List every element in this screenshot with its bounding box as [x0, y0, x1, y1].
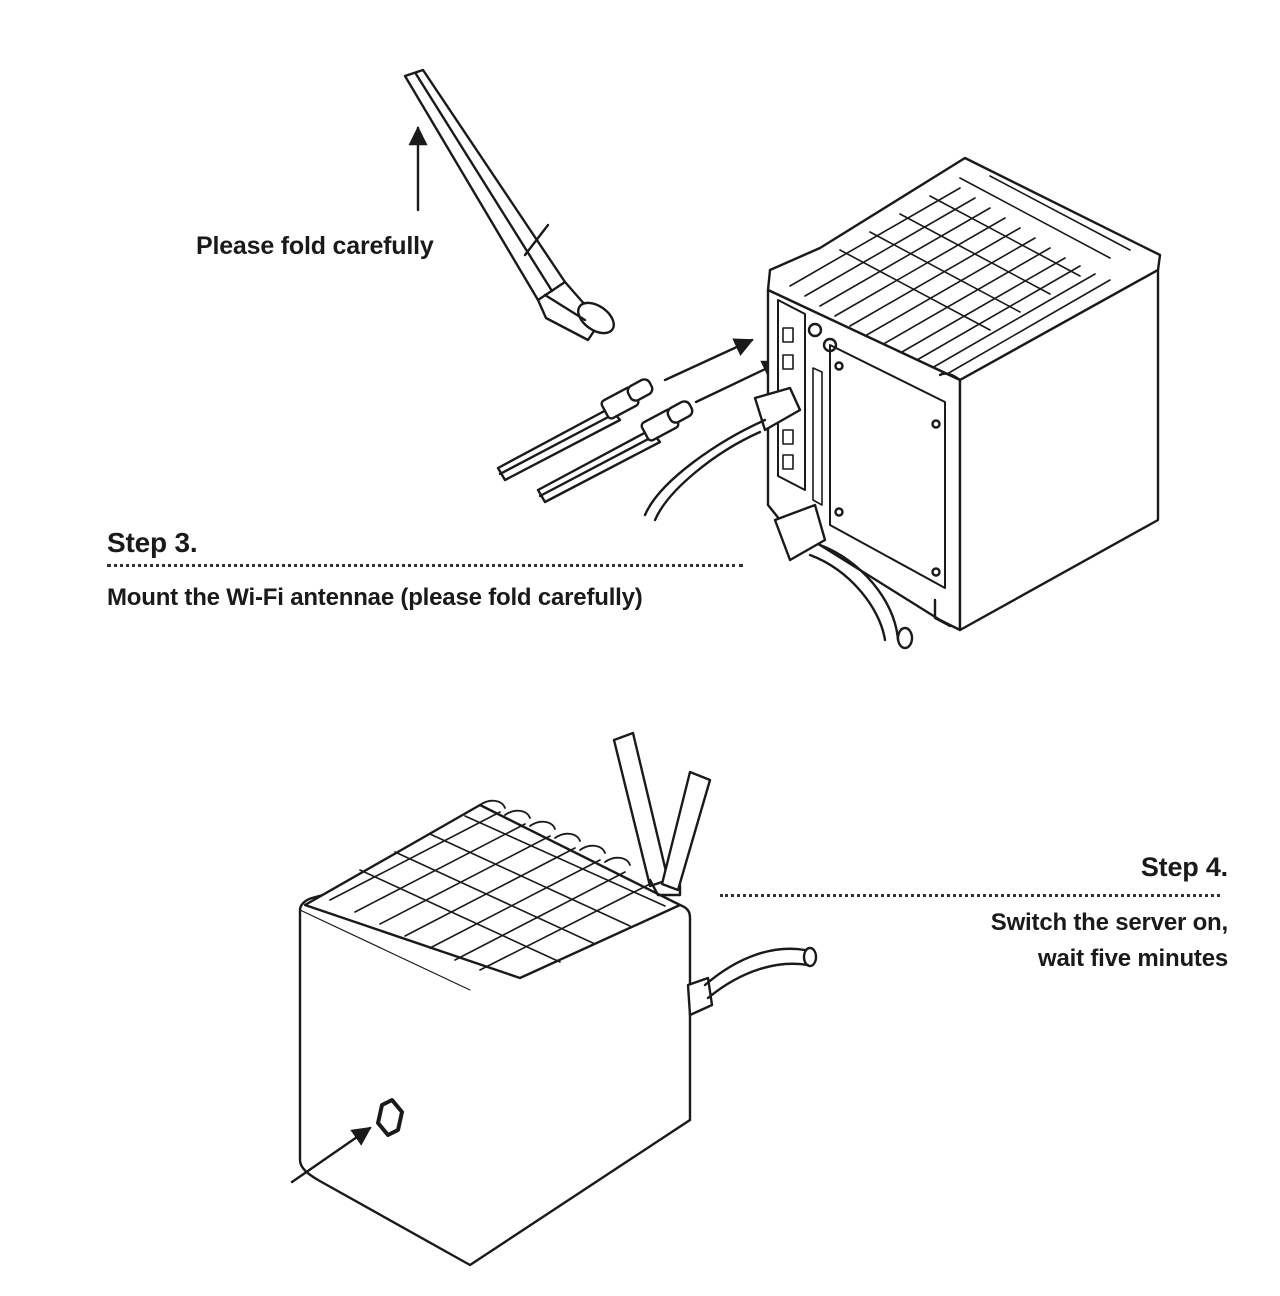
- antenna-left: [498, 377, 654, 480]
- antenna-folded: [405, 70, 619, 340]
- step4-description-line2: wait five minutes: [1038, 945, 1228, 973]
- antennae-upright: [614, 733, 710, 895]
- step4-divider: [720, 894, 1220, 897]
- fold-callout-label: Please fold carefully: [196, 232, 434, 261]
- step4-description-line1: Switch the server on,: [991, 909, 1228, 937]
- server-rear: [768, 158, 1160, 630]
- server-front: [300, 801, 690, 1265]
- mount-arrow-top: [665, 340, 752, 380]
- step3-description: Mount the Wi-Fi antennae (please fold ca…: [107, 584, 643, 612]
- step3-divider: [107, 564, 743, 567]
- step3-title: Step 3.: [107, 527, 197, 559]
- step4-title: Step 4.: [1141, 852, 1228, 883]
- power-cable-step4: [688, 948, 816, 1015]
